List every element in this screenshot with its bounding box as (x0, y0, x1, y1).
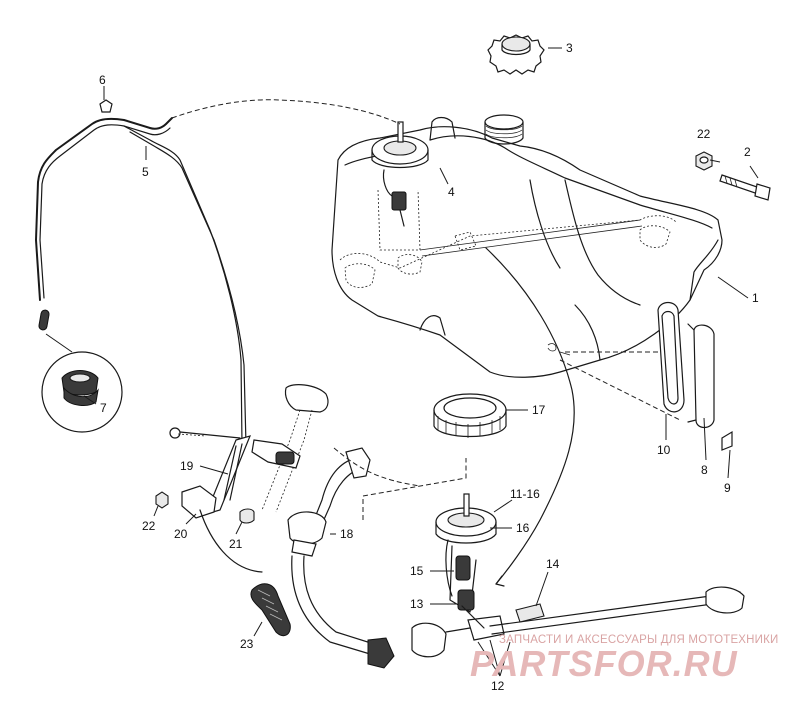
leader-lines (83, 47, 759, 677)
callouts: 1 2 3 4 5 6 7 8 9 10 11-16 12 13 14 15 1… (99, 41, 759, 693)
line-clip (99, 99, 113, 113)
sender-bracket (169, 427, 252, 519)
callout-19: 19 (180, 459, 194, 473)
callout-7: 7 (100, 401, 107, 415)
callout-21: 21 (229, 537, 243, 551)
callout-12: 12 (491, 679, 505, 693)
callout-1: 1 (752, 291, 759, 305)
fuel-line (35, 99, 401, 446)
detail-circle (38, 309, 123, 433)
callout-18: 18 (340, 527, 354, 541)
callout-2: 2 (744, 145, 751, 159)
callout-23: 23 (240, 637, 254, 651)
protective-sleeve (250, 583, 291, 637)
callout-22-left: 22 (142, 519, 156, 533)
nut (695, 151, 713, 171)
callout-10: 10 (657, 443, 671, 457)
lock-ring (433, 393, 507, 438)
callout-3: 3 (566, 41, 573, 55)
fuel-cap (487, 34, 545, 75)
callout-4: 4 (448, 185, 455, 199)
assembly-guides (199, 247, 681, 587)
pump-flange-on-tank (371, 121, 429, 227)
fuel-hose (287, 447, 395, 669)
pad-9 (721, 430, 733, 451)
callout-15: 15 (410, 564, 424, 578)
filler-neck (484, 114, 524, 145)
fuel-pump-exploded (411, 493, 745, 658)
pad-8 (687, 323, 715, 429)
gasket-10 (657, 301, 685, 413)
callout-14: 14 (546, 557, 560, 571)
callout-17: 17 (532, 403, 546, 417)
watermark: ЗАПЧАСТИ И АКСЕССУАРЫ ДЛЯ МОТОТЕХНИКИ PA… (470, 634, 779, 684)
callout-8: 8 (701, 463, 708, 477)
callout-9: 9 (724, 481, 731, 495)
callout-11-16: 11-16 (510, 487, 540, 501)
callout-22-right: 22 (697, 127, 711, 141)
fuel-tank (331, 114, 723, 378)
callout-6: 6 (99, 73, 106, 87)
callout-20: 20 (174, 527, 188, 541)
watermark-brand: PARTSFOR.RU (470, 643, 738, 684)
callout-5: 5 (142, 165, 149, 179)
callout-16: 16 (516, 521, 530, 535)
watermark-tagline: ЗАПЧАСТИ И АКСЕССУАРЫ ДЛЯ МОТОТЕХНИКИ (499, 634, 779, 646)
callout-13: 13 (410, 597, 424, 611)
sender-bolt-21 (239, 508, 255, 524)
sender-float-assembly (251, 384, 329, 513)
bolt (719, 174, 771, 201)
pump-phantom (339, 189, 677, 288)
grommet (61, 370, 99, 406)
sender-nut-22 (155, 491, 169, 509)
